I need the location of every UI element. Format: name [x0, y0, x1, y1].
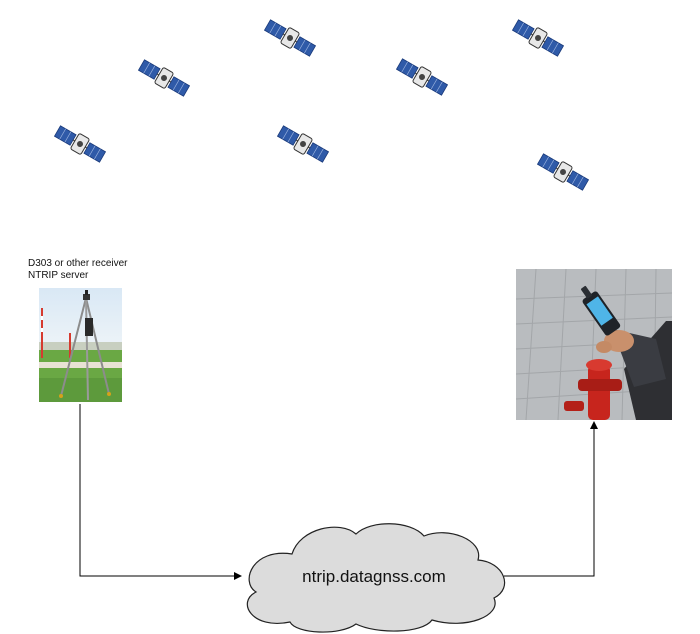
satellite-icon [536, 153, 590, 191]
base-station-photo [39, 288, 122, 402]
base-station-label: D303 or other receiver NTRIP server [28, 258, 128, 282]
base-to-caster-connector [79, 404, 242, 580]
caster-label: ntrip.datagnss.com [302, 567, 446, 586]
satellite-icon [137, 59, 191, 97]
satellite-icon [511, 19, 565, 57]
satellite-icon [263, 19, 317, 57]
satellite-icon [53, 125, 107, 163]
base-station-label-line2: NTRIP server [28, 270, 89, 281]
base-station-label-line1: D303 or other receiver [28, 258, 128, 269]
caster-to-rover-connector [504, 421, 598, 577]
caster-cloud [246, 523, 506, 633]
satellite-icon [276, 125, 330, 163]
satellite-icon [395, 58, 449, 96]
rover-photo [516, 269, 672, 420]
